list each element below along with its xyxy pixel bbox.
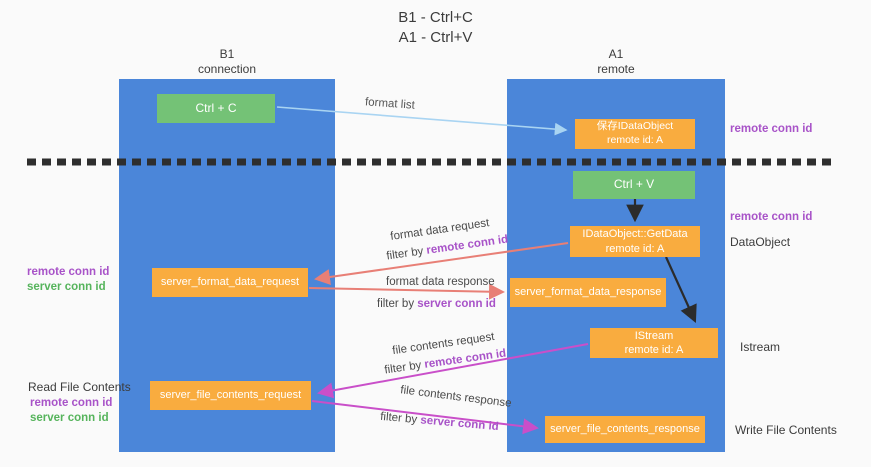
- server-file-contents-request-label: server_file_contents_request: [159, 389, 302, 402]
- remote-conn-id-text: remote conn id: [425, 233, 509, 257]
- server-format-data-response-box: server_format_data_response: [510, 278, 666, 307]
- server-conn-id-text: server conn id: [419, 414, 500, 434]
- lane-a1-name: A1: [608, 47, 624, 61]
- getdata-box: IDataObject::GetData remote id: A: [570, 226, 700, 257]
- filter-by-text: filter by: [377, 298, 418, 310]
- filter-by-text: filter by: [379, 410, 421, 427]
- filter-by-text: filter by: [385, 244, 428, 263]
- lane-b1-name: B1: [219, 47, 235, 61]
- lane-b1-role: connection: [197, 62, 257, 76]
- annotation-istream: Istream: [740, 340, 781, 354]
- annotation-file-remote-conn-id: remote conn id: [30, 397, 113, 409]
- ctrl-v-box: Ctrl + V: [573, 171, 695, 199]
- server-file-contents-response-label: server_file_contents_response: [550, 423, 700, 436]
- ctrl-v-label: Ctrl + V: [613, 177, 655, 192]
- getdata-title: IDataObject::GetData: [582, 228, 688, 241]
- annotation-remote-conn-id-mid: remote conn id: [730, 211, 813, 223]
- save-idataobject-box: 保存IDataObject remote id: A: [575, 119, 695, 149]
- lane-a1-role: remote: [597, 62, 635, 76]
- filter-by-text: filter by: [383, 358, 426, 377]
- diagram-title-line2: A1 - Ctrl+V: [398, 29, 473, 47]
- istream-title: IStream: [634, 329, 674, 342]
- server-format-data-request-label: server_format_data_request: [160, 276, 300, 289]
- annotation-format-server-conn-id: server conn id: [27, 281, 106, 293]
- ctrl-c-box: Ctrl + C: [157, 94, 275, 123]
- server-conn-id-text: server conn id: [417, 298, 496, 310]
- server-file-contents-response-box: server_file_contents_response: [545, 416, 705, 443]
- lane-header-a1: A1 remote: [507, 47, 725, 77]
- server-format-data-response-label: server_format_data_response: [514, 286, 662, 299]
- file-contents-response-label: file contents response: [399, 384, 513, 410]
- annotation-file-server-conn-id: server conn id: [30, 412, 109, 424]
- lane-header-b1: B1 connection: [119, 47, 335, 77]
- annotation-format-remote-conn-id: remote conn id: [27, 266, 110, 278]
- save-idataobject-remote-id: remote id: A: [606, 134, 664, 146]
- diagram-title-line1: B1 - Ctrl+C: [398, 9, 473, 26]
- getdata-remote-id: remote id: A: [605, 242, 665, 255]
- annotation-remote-conn-id-top: remote conn id: [730, 123, 813, 135]
- annotation-write-file-contents: Write File Contents: [735, 423, 837, 437]
- server-format-data-request-box: server_format_data_request: [152, 268, 308, 297]
- diagram-title: B1 - Ctrl+C A1 - Ctrl+V: [0, 8, 871, 49]
- annotation-read-file-contents: Read File Contents: [28, 380, 131, 394]
- format-data-response-arrow: [308, 283, 505, 300]
- save-idataobject-title: 保存IDataObject: [596, 120, 674, 133]
- format-list-label: format list: [364, 96, 416, 112]
- istream-remote-id: remote id: A: [624, 344, 684, 356]
- server-file-contents-request-box: server_file_contents_request: [150, 381, 311, 410]
- annotation-dataobject: DataObject: [730, 235, 791, 249]
- format-data-response-label: format data response: [386, 276, 495, 288]
- file-contents-response-filter-label: filter by server conn id: [380, 411, 499, 433]
- ctrl-c-label: Ctrl + C: [195, 100, 237, 115]
- istream-box: IStream remote id: A: [590, 328, 718, 358]
- format-data-response-filter-label: filter by server conn id: [377, 298, 496, 310]
